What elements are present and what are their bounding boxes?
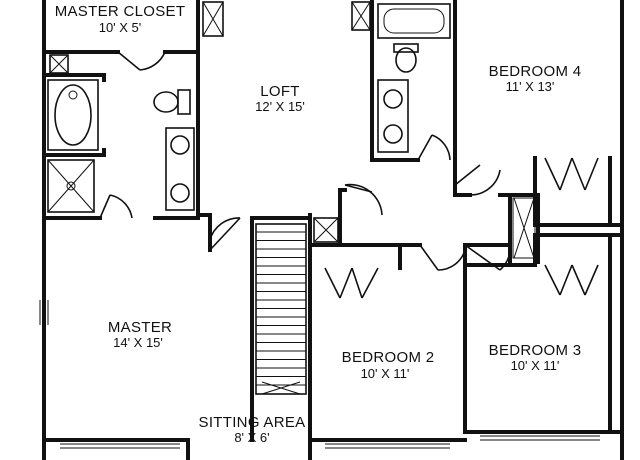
linen-closet-marks [49,1,536,259]
vanity-hall [377,79,409,153]
room-loft: LOFT 12' X 15' [255,83,305,114]
room-bedroom-3: BEDROOM 3 10' X 11' [489,342,582,373]
closet-bifold-doors [324,157,599,299]
room-name: BEDROOM 2 [342,349,435,366]
room-size: 8' X 6' [234,430,269,445]
window-marks [39,300,600,449]
toilet-hall [393,43,419,73]
room-name: MASTER CLOSET [55,3,186,20]
room-size: 12' X 15' [255,99,305,114]
doors [99,51,512,271]
bathtub-master [47,79,99,151]
room-bedroom-4: BEDROOM 4 11' X 13' [489,63,582,94]
room-name: LOFT [260,83,300,100]
shower-master [47,159,95,213]
double-vanity-master [165,127,195,211]
room-size: 14' X 15' [113,335,163,350]
room-size: 11' X 13' [506,79,555,94]
room-size: 10' X 11' [361,366,410,381]
interior-walls [42,0,624,460]
bathtub-hall [377,3,451,39]
stair-break-mark [261,381,301,395]
room-bedroom-2: BEDROOM 2 10' X 11' [342,349,435,381]
room-size: 10' X 5' [99,20,142,35]
room-name: BEDROOM 4 [489,63,582,80]
room-name: SITTING AREA [199,414,306,431]
room-master: MASTER 14' X 15' [108,319,172,350]
toilet-master [153,89,191,115]
stair-treads [256,231,306,395]
room-size: 10' X 11' [511,358,560,373]
room-name: MASTER [108,319,172,336]
room-name: BEDROOM 3 [489,342,582,359]
room-master-closet: MASTER CLOSET 10' X 5' [55,3,186,35]
room-sitting-area: SITTING AREA 8' X 6' [199,414,306,445]
